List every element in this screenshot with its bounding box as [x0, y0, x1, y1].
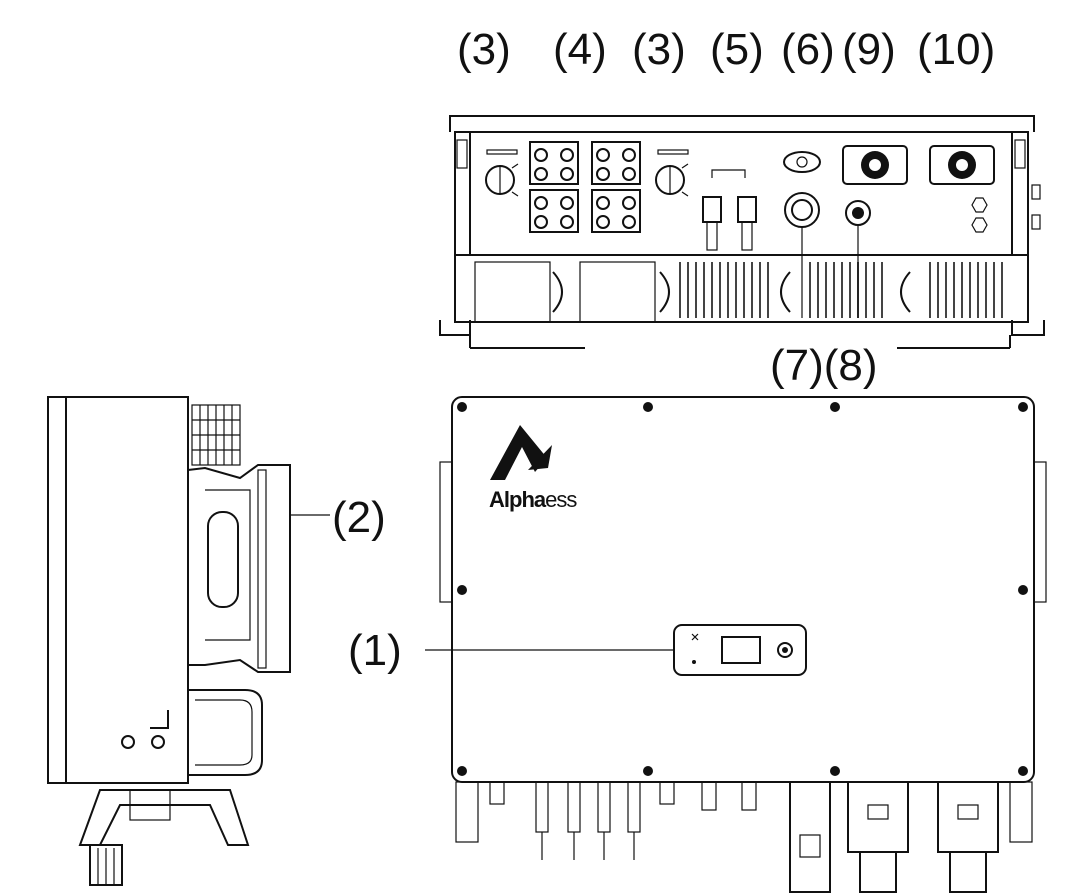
- logo-wordmark: Alphaess: [489, 487, 577, 512]
- side-view-heatsink: [187, 464, 291, 673]
- side-view-handle: [188, 689, 263, 776]
- side-view-grille: [191, 404, 241, 466]
- ac-grid-plug: [847, 781, 909, 853]
- front-view: Alphaess: [425, 396, 1047, 893]
- status-led-icon: [691, 633, 699, 641]
- top-callouts: (3) (4) (3) (5) (6) (9) (10): [457, 25, 995, 74]
- dc-switch-right: [655, 149, 689, 197]
- front-bottom-connectors: [455, 781, 1033, 893]
- bottom-view: [439, 115, 1045, 349]
- display-panel: [673, 624, 807, 676]
- pv-connector-block: [529, 141, 641, 233]
- callout-3-left-dc-switch: (3): [457, 25, 511, 74]
- lcd-screen: [721, 636, 761, 664]
- callout-6-vent: (6): [781, 25, 835, 74]
- heatsink-fins: [474, 261, 1003, 323]
- alphaess-logo: Alphaess: [489, 425, 578, 512]
- battery-terminals: [702, 169, 757, 251]
- side-view: [47, 396, 330, 886]
- callout-4-pv-connectors: (4): [553, 25, 607, 74]
- front-screws: [457, 402, 1028, 776]
- callout-3-right-dc-switch: (3): [632, 25, 686, 74]
- front-handle-left: [439, 461, 453, 603]
- dc-switch-left: [485, 149, 519, 197]
- power-button: [777, 642, 793, 658]
- ac-backup-plug: [937, 781, 999, 853]
- vent-valve: [783, 151, 821, 173]
- side-view-stand: [78, 789, 250, 846]
- callout-5-battery-terminals: (5): [710, 25, 764, 74]
- callout-1-display: (1): [348, 626, 402, 675]
- callout-2-heatsink: (2): [332, 493, 386, 542]
- ac-grid-connector: [842, 145, 908, 185]
- comm-port: [784, 192, 820, 228]
- front-handle-right: [1033, 461, 1047, 603]
- callout-10-ac-backup: (10): [917, 25, 995, 74]
- callout-7-8-ports: (7)(8): [770, 341, 878, 390]
- comm-dongle: [789, 781, 831, 893]
- callout-9-ac-grid: (9): [842, 25, 896, 74]
- bottom-view-frame: [454, 131, 1029, 323]
- side-view-body: [65, 396, 189, 784]
- ac-backup-connector: [929, 145, 995, 185]
- meter-port: [845, 200, 871, 226]
- bottom-view-top-edge: [449, 115, 1035, 132]
- side-view-mounting-plate: [47, 396, 67, 784]
